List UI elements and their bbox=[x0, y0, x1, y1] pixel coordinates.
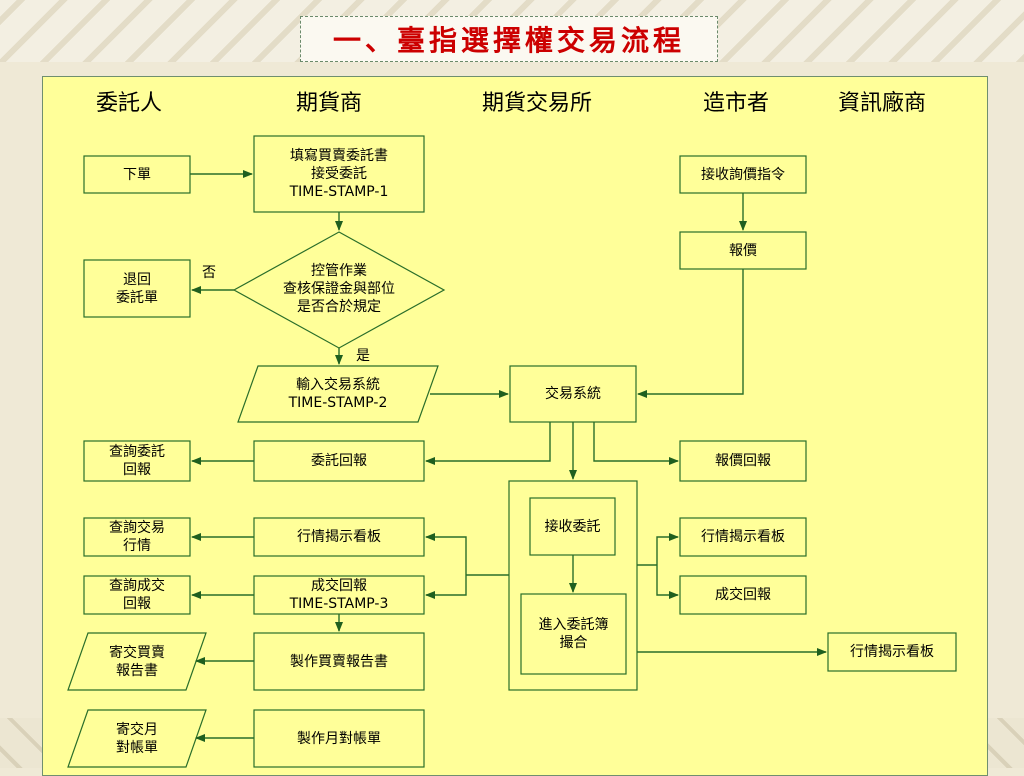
quote-box bbox=[679, 231, 807, 270]
title-box: 一、臺指選擇權交易流程 bbox=[300, 16, 718, 62]
market-board-vendor-box bbox=[827, 632, 957, 672]
column-header-client: 委託人 bbox=[96, 91, 163, 116]
return-order-box bbox=[83, 259, 191, 318]
edge-system-to-quote-report bbox=[593, 422, 679, 465]
edge-to-market-board-mm bbox=[656, 533, 679, 565]
query-trade-label: 查詢成交 回報 bbox=[109, 578, 165, 612]
page-title: 一、臺指選擇權交易流程 bbox=[332, 24, 685, 57]
make-trade-report-label: 製作買賣報告書 bbox=[290, 653, 388, 670]
market-board-broker-box bbox=[253, 517, 425, 557]
make-trade-report-box bbox=[253, 632, 425, 691]
query-order-report-box bbox=[83, 440, 191, 482]
make-monthly-label: 製作月對帳單 bbox=[297, 730, 381, 747]
receive-order-label: 接收委託 bbox=[544, 518, 601, 535]
edge-label-no: 否 bbox=[202, 265, 216, 281]
trade-report-broker-box bbox=[253, 575, 425, 615]
trading-system-label: 交易系統 bbox=[545, 386, 601, 402]
column-header-exchange: 期貨交易所 bbox=[482, 91, 593, 116]
trading-system-box bbox=[509, 365, 637, 423]
input-system-label: 輸入交易系統 TIME-STAMP-2 bbox=[288, 377, 388, 411]
column-header-market-maker: 造市者 bbox=[703, 91, 770, 116]
trade-report-broker-label: 成交回報 TIME-STAMP-3 bbox=[289, 578, 389, 612]
place-order-label: 下單 bbox=[123, 166, 151, 183]
query-market-box bbox=[83, 517, 191, 557]
market-board-mm-box bbox=[679, 517, 807, 557]
place-order-box bbox=[83, 155, 191, 194]
edge-label-yes: 是 bbox=[356, 348, 370, 364]
send-trade-report-parallelogram bbox=[67, 632, 207, 691]
market-board-broker-label: 行情揭示看板 bbox=[297, 529, 381, 545]
edge-to-trade-report-mm bbox=[656, 565, 679, 599]
query-market-label: 查詢交易 行情 bbox=[109, 520, 165, 554]
edge-quote-to-system bbox=[637, 269, 744, 398]
receive-quote-cmd-label: 接收詢價指令 bbox=[701, 166, 785, 183]
market-board-vendor-label: 行情揭示看板 bbox=[850, 644, 934, 660]
query-order-report-label: 查詢委託 回報 bbox=[109, 444, 165, 478]
order-report-box bbox=[253, 440, 425, 482]
fill-order-label: 填寫買賣委託書 接受委託 TIME-STAMP-1 bbox=[289, 148, 389, 200]
trade-report-mm-box bbox=[679, 575, 807, 615]
return-order-label: 退回 委託單 bbox=[116, 271, 158, 306]
query-trade-box bbox=[83, 575, 191, 615]
column-header-broker: 期貨商 bbox=[296, 91, 363, 116]
edge-to-trade-report-broker bbox=[425, 575, 467, 599]
edge-system-to-order-report bbox=[425, 422, 551, 465]
order-report-label: 委託回報 bbox=[311, 453, 367, 469]
trade-report-mm-label: 成交回報 bbox=[715, 587, 771, 603]
receive-order-box bbox=[529, 497, 616, 556]
send-monthly-label: 寄交月 對帳單 bbox=[116, 721, 158, 756]
column-header-vendor: 資訊廠商 bbox=[838, 91, 927, 116]
enter-book-label: 進入委託簿 撮合 bbox=[538, 617, 609, 651]
input-system-parallelogram bbox=[237, 365, 439, 423]
enter-book-box bbox=[520, 593, 627, 675]
edge-to-market-board-broker bbox=[425, 533, 467, 575]
quote-report-label: 報價回報 bbox=[715, 453, 771, 469]
risk-check-label: 控管作業 查核保證金與部位 是否合於規定 bbox=[283, 263, 395, 315]
send-trade-report-label: 寄交買賣 報告書 bbox=[109, 644, 165, 679]
quote-label: 報價 bbox=[729, 242, 757, 259]
make-monthly-box bbox=[253, 709, 425, 768]
market-board-mm-label: 行情揭示看板 bbox=[701, 529, 785, 545]
quote-report-box bbox=[679, 440, 807, 482]
send-monthly-parallelogram bbox=[67, 709, 207, 768]
